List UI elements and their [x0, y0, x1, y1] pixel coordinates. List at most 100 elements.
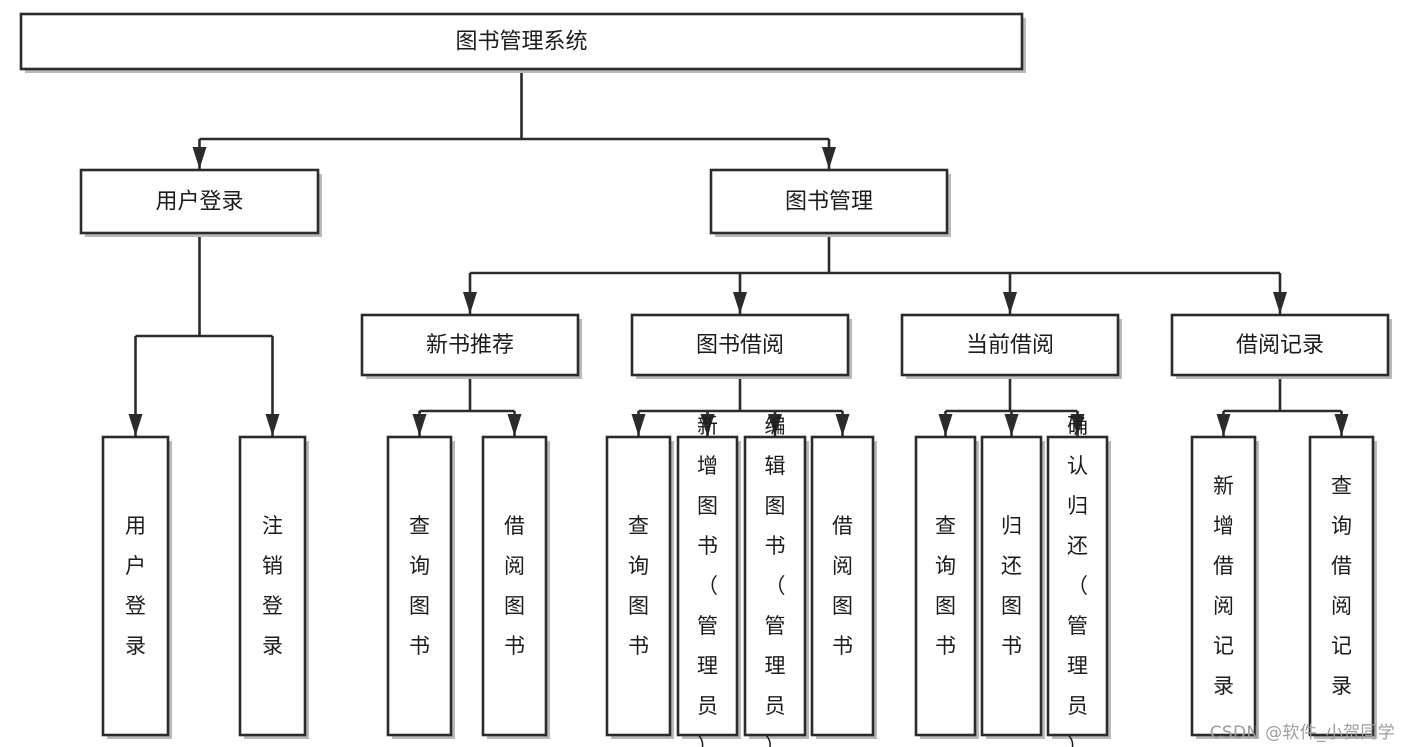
- connectors-layer: [128, 69, 1349, 436]
- node-label-char: 阅: [1213, 594, 1234, 618]
- node-label-char: 户: [125, 554, 146, 578]
- node-label-char: 图: [1001, 594, 1022, 618]
- node-label: 新书推荐: [426, 333, 514, 358]
- node-rect[interactable]: [360, 313, 580, 377]
- arrow-head-icon: [128, 414, 143, 436]
- node-label-char: 记: [1331, 634, 1352, 658]
- node-rect[interactable]: [980, 435, 1043, 737]
- node-label-char: 录: [262, 634, 283, 658]
- node-label-char: 查: [935, 514, 956, 538]
- node-label-char: 还: [1001, 554, 1022, 578]
- node-label-char: ）: [1067, 734, 1088, 747]
- node-label-char: 书: [504, 634, 525, 658]
- arrow-head-icon: [1004, 414, 1019, 436]
- node-label: 图书借阅: [696, 333, 784, 358]
- node-label-char: 增: [1213, 514, 1234, 538]
- node-label-char: 员: [765, 694, 786, 718]
- node-user-login[interactable]: 用户登录: [79, 168, 322, 237]
- node-label-char: 登: [262, 594, 283, 618]
- node-rect[interactable]: [709, 168, 949, 235]
- node-rect[interactable]: [386, 435, 453, 737]
- node-label-char: 阅: [832, 554, 853, 578]
- node-rect[interactable]: [630, 313, 850, 377]
- node-label-char: 书: [697, 534, 718, 558]
- node-rect[interactable]: [914, 435, 977, 737]
- node-rect[interactable]: [19, 12, 1024, 71]
- node-book-borrow[interactable]: 图书借阅: [630, 313, 852, 379]
- node-label-char: 理: [697, 654, 718, 678]
- node-label-char: 管: [765, 614, 786, 638]
- node-label-char: 书: [765, 534, 786, 558]
- arrow-head-icon: [938, 414, 953, 436]
- node-label-char: 理: [765, 654, 786, 678]
- node-label-char: 书: [832, 634, 853, 658]
- node-rect[interactable]: [900, 313, 1120, 377]
- arrow-head-icon: [412, 414, 427, 436]
- node-label: 图书管理系统: [455, 30, 587, 55]
- node-label-char: ）: [765, 734, 786, 747]
- node-label-char: 阅: [1331, 594, 1352, 618]
- node-label-char: 管: [697, 614, 718, 638]
- node-label-char: 询: [935, 554, 956, 578]
- arrow-head-icon: [1273, 292, 1287, 314]
- node-label-char: 书: [1001, 634, 1022, 658]
- node-label-char: 书: [409, 634, 430, 658]
- node-new-book-recommend[interactable]: 新书推荐: [360, 313, 582, 379]
- node-rect[interactable]: [1046, 435, 1109, 737]
- node-rect[interactable]: [481, 435, 548, 737]
- node-rect[interactable]: [1190, 435, 1257, 737]
- node-label-char: 确: [1067, 414, 1088, 438]
- node-label-char: 销: [262, 554, 283, 578]
- node-label-char: 查: [628, 514, 649, 538]
- node-label-char: 图: [628, 594, 649, 618]
- node-leaf-user-login[interactable]: 用户登录: [101, 435, 172, 739]
- node-label-char: 图: [765, 494, 786, 518]
- node-rect[interactable]: [79, 168, 320, 235]
- node-rect[interactable]: [810, 435, 875, 737]
- node-label-char: 记: [1213, 634, 1234, 658]
- node-rect[interactable]: [238, 435, 307, 737]
- node-label-char: 图: [832, 594, 853, 618]
- node-label-char: 书: [935, 634, 956, 658]
- node-label-char: 归: [1001, 514, 1022, 538]
- node-label-char: 登: [125, 594, 146, 618]
- node-label-char: 员: [697, 694, 718, 718]
- arrow-head-icon: [768, 414, 782, 436]
- node-rect[interactable]: [605, 435, 672, 737]
- node-rect[interactable]: [1308, 435, 1375, 737]
- arrow-head-icon: [463, 292, 477, 314]
- node-label-char: 图: [504, 594, 525, 618]
- node-borrow-record[interactable]: 借阅记录: [1170, 313, 1392, 379]
- node-current-borrow[interactable]: 当前借阅: [900, 313, 1122, 379]
- node-rect[interactable]: [743, 435, 807, 737]
- node-rect[interactable]: [676, 435, 739, 737]
- node-label-char: 询: [409, 554, 430, 578]
- node-book-management[interactable]: 图书管理: [709, 168, 951, 237]
- node-label-char: 查: [409, 514, 430, 538]
- node-label-char: 书: [628, 634, 649, 658]
- arrow-head-icon: [1070, 414, 1085, 436]
- node-rect[interactable]: [1170, 313, 1390, 377]
- node-label-char: 辑: [765, 454, 786, 478]
- arrow-head-icon: [822, 147, 836, 169]
- node-root-title[interactable]: 图书管理系统: [19, 12, 1026, 73]
- node-label-char: 询: [628, 554, 649, 578]
- node-rect[interactable]: [101, 435, 170, 737]
- arrow-head-icon: [700, 414, 715, 436]
- node-label-char: 注: [262, 514, 283, 538]
- node-label-char: 增: [697, 454, 718, 478]
- node-label-char: （: [765, 574, 786, 598]
- node-label-char: 认: [1067, 454, 1088, 478]
